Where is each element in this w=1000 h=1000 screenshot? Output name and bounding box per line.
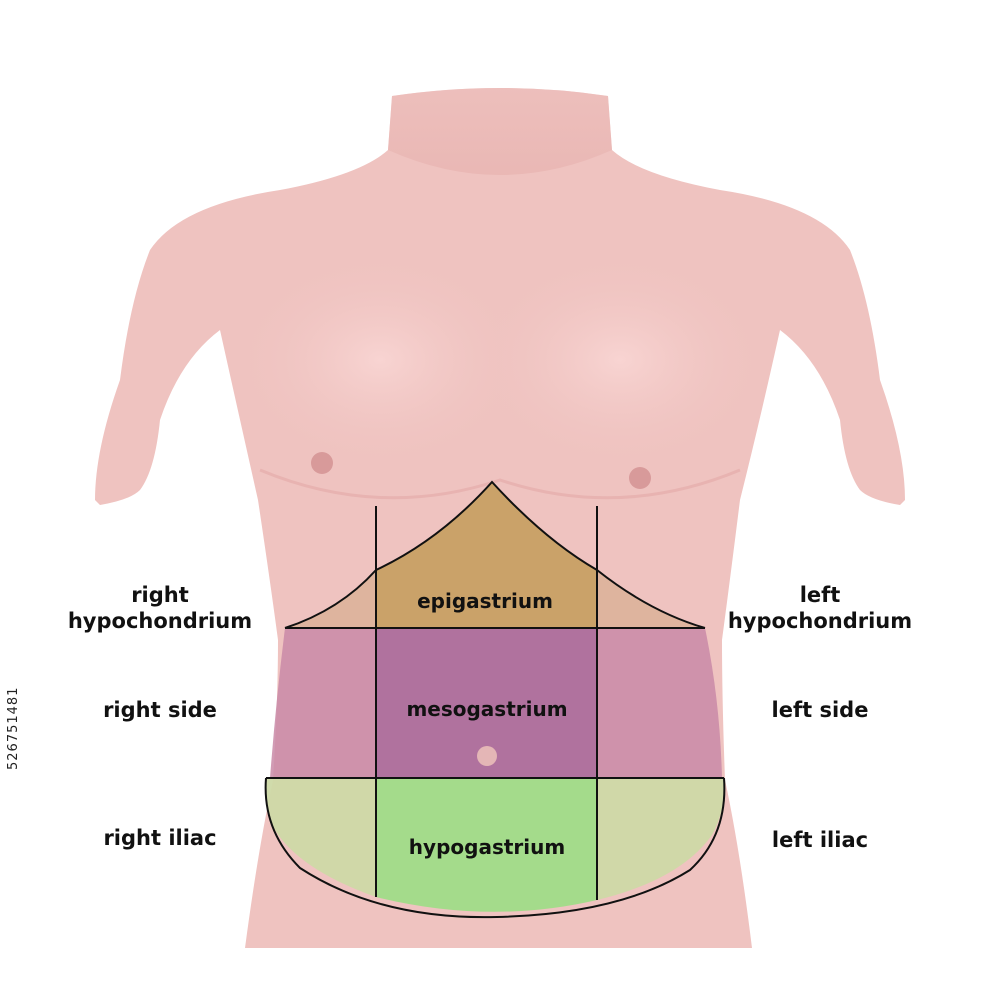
region-left-side bbox=[597, 628, 722, 778]
label-mesogastrium: mesogastrium bbox=[406, 697, 568, 721]
chest-highlight-right bbox=[230, 250, 530, 470]
label-left-hypochondrium-line2: hypochondrium bbox=[727, 609, 913, 633]
label-hypogastrium: hypogastrium bbox=[408, 835, 566, 859]
label-right-hypochondrium: right hypochondrium bbox=[60, 582, 260, 634]
label-left-hypochondrium-line1: left bbox=[799, 583, 841, 607]
stock-id: 526751481 bbox=[6, 686, 21, 770]
label-left-side: left side bbox=[771, 698, 869, 722]
label-right-side: right side bbox=[103, 698, 217, 722]
navel bbox=[477, 746, 497, 766]
nipple-right bbox=[311, 452, 333, 474]
region-left-hypochondrium bbox=[597, 570, 705, 628]
label-right-hypochondrium-line1: right bbox=[131, 583, 189, 607]
neck-shadow bbox=[388, 88, 612, 175]
region-left-iliac bbox=[597, 778, 725, 900]
region-outlines bbox=[264, 480, 726, 919]
region-epigastrium bbox=[376, 482, 597, 628]
label-left-hypochondrium: left hypochondrium bbox=[720, 582, 920, 634]
region-right-iliac bbox=[265, 778, 376, 897]
label-epigastrium: epigastrium bbox=[417, 589, 553, 613]
label-left-iliac: left iliac bbox=[771, 828, 869, 852]
pectoral-contour bbox=[259, 468, 741, 500]
region-right-hypochondrium bbox=[285, 570, 376, 628]
region-hypogastrium bbox=[376, 778, 597, 912]
region-right-side bbox=[270, 628, 376, 778]
nipple-left bbox=[629, 467, 651, 489]
label-right-iliac: right iliac bbox=[103, 826, 217, 850]
chest-highlight-left bbox=[470, 250, 770, 470]
label-right-hypochondrium-line2: hypochondrium bbox=[67, 609, 253, 633]
